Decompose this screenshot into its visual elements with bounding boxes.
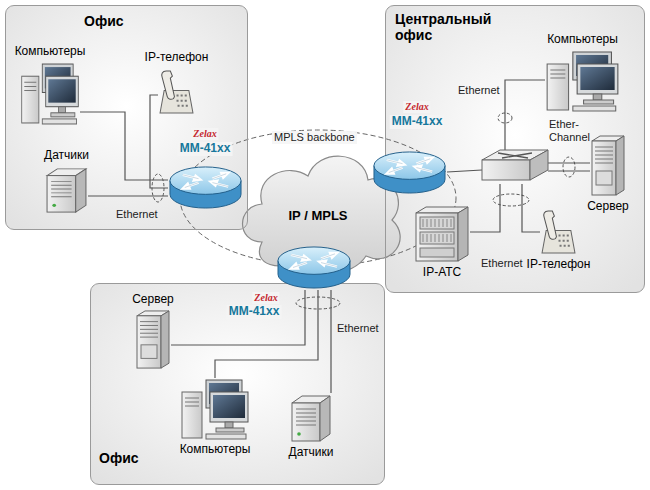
etherchannel-wire <box>548 170 590 171</box>
device-caption: Датчики <box>44 149 89 163</box>
device-caption: Сервер <box>132 293 174 307</box>
phone-shape <box>540 208 577 255</box>
annotation-label: Ethernet <box>458 84 500 97</box>
annotation-label: Ether-Channel <box>549 118 601 144</box>
router-model: MM-41xx <box>390 115 445 129</box>
router-switch-wire <box>447 170 482 172</box>
office-region: Центральный офисZelaxMM-41xx КомпьютерыСе… <box>385 5 645 293</box>
switch-arrows <box>498 153 532 158</box>
cloud-label: IP / MPLS <box>232 209 404 224</box>
office-title: Центральный офис <box>395 11 505 43</box>
switch-front <box>482 160 530 180</box>
office-ground <box>6 6 248 230</box>
device-icon: Компьютеры <box>180 378 250 440</box>
device-icon: IP-АТС <box>414 205 470 263</box>
device-caption: Сервер <box>587 200 629 214</box>
lan-switch <box>482 150 548 180</box>
pc-shape <box>180 378 250 440</box>
pc-shape <box>545 50 620 112</box>
cable-bundle-mark <box>493 194 529 206</box>
server-shape <box>590 135 626 197</box>
device-icon: Компьютеры <box>20 62 80 125</box>
office-ground <box>91 284 385 485</box>
device-caption: Компьютеры <box>547 33 618 47</box>
router-model: MM-41xx <box>227 305 282 319</box>
switch-side <box>530 150 548 180</box>
ethernet-cable <box>171 290 305 345</box>
device-icon: IP-телефон <box>158 68 195 115</box>
office-title: Офис <box>99 450 159 466</box>
device-icon: Компьютеры <box>545 50 620 112</box>
router-model: MM-41xx <box>178 142 233 156</box>
device-caption: Компьютеры <box>180 443 251 457</box>
cable-bundle-mark <box>498 113 512 123</box>
device-caption: Датчики <box>289 446 334 460</box>
annotation-label: Ethernet <box>481 257 523 270</box>
ethernet-cable <box>215 290 318 378</box>
etherchannel-wire <box>548 162 590 163</box>
office-region: ОфисZelaxMM-41xxСерверКомпьютерыДатчики <box>90 283 385 485</box>
brand-logo: Zelax <box>191 128 218 140</box>
device-icon: Датчики <box>290 393 332 443</box>
server-shape <box>135 310 171 370</box>
switch-pbx-wire <box>470 184 500 232</box>
device-caption: IP-АТС <box>423 266 461 280</box>
device-caption: IP-телефон <box>145 51 209 65</box>
sensor-shape <box>45 166 88 214</box>
ethernet-cable <box>330 290 331 393</box>
router-icon: ZelaxMM-41xx <box>372 150 447 195</box>
device-caption: Компьютеры <box>15 45 86 59</box>
router-icon: ZelaxMM-41xx <box>276 245 352 290</box>
office-title: Офис <box>84 13 144 29</box>
annotation-label: Ethernet <box>116 208 158 221</box>
phone-shape <box>158 68 195 115</box>
cable-bundle-mark <box>563 157 575 177</box>
router-shape <box>276 245 352 290</box>
office-region: ОфисКомпьютерыIP-телефонДатчикиZelaxMM-4… <box>5 5 248 230</box>
cable-bundle-mark <box>152 113 575 309</box>
pc-shape <box>20 62 80 125</box>
brand-logo: Zelax <box>403 101 430 113</box>
device-caption: IP-телефон <box>527 258 591 272</box>
office-ground <box>386 6 645 293</box>
switch-phone-wire <box>522 184 540 232</box>
annotation-label: Ethernet <box>337 322 379 335</box>
device-icon: Датчики <box>45 166 88 214</box>
device-icon: Сервер <box>590 135 626 197</box>
device-icon: IP-телефон <box>540 208 577 255</box>
router-icon: ZelaxMM-41xx <box>168 165 243 210</box>
device-icon: Сервер <box>135 310 171 370</box>
router-shape <box>168 165 243 210</box>
router-shape <box>372 150 447 195</box>
pbx-shape <box>414 205 470 263</box>
ethernet-cable <box>88 195 168 196</box>
annotation-label: MPLS backbone <box>272 131 357 144</box>
sensor-shape <box>290 393 332 443</box>
ethernet-cable <box>80 112 168 180</box>
brand-logo: Zelax <box>252 292 279 304</box>
